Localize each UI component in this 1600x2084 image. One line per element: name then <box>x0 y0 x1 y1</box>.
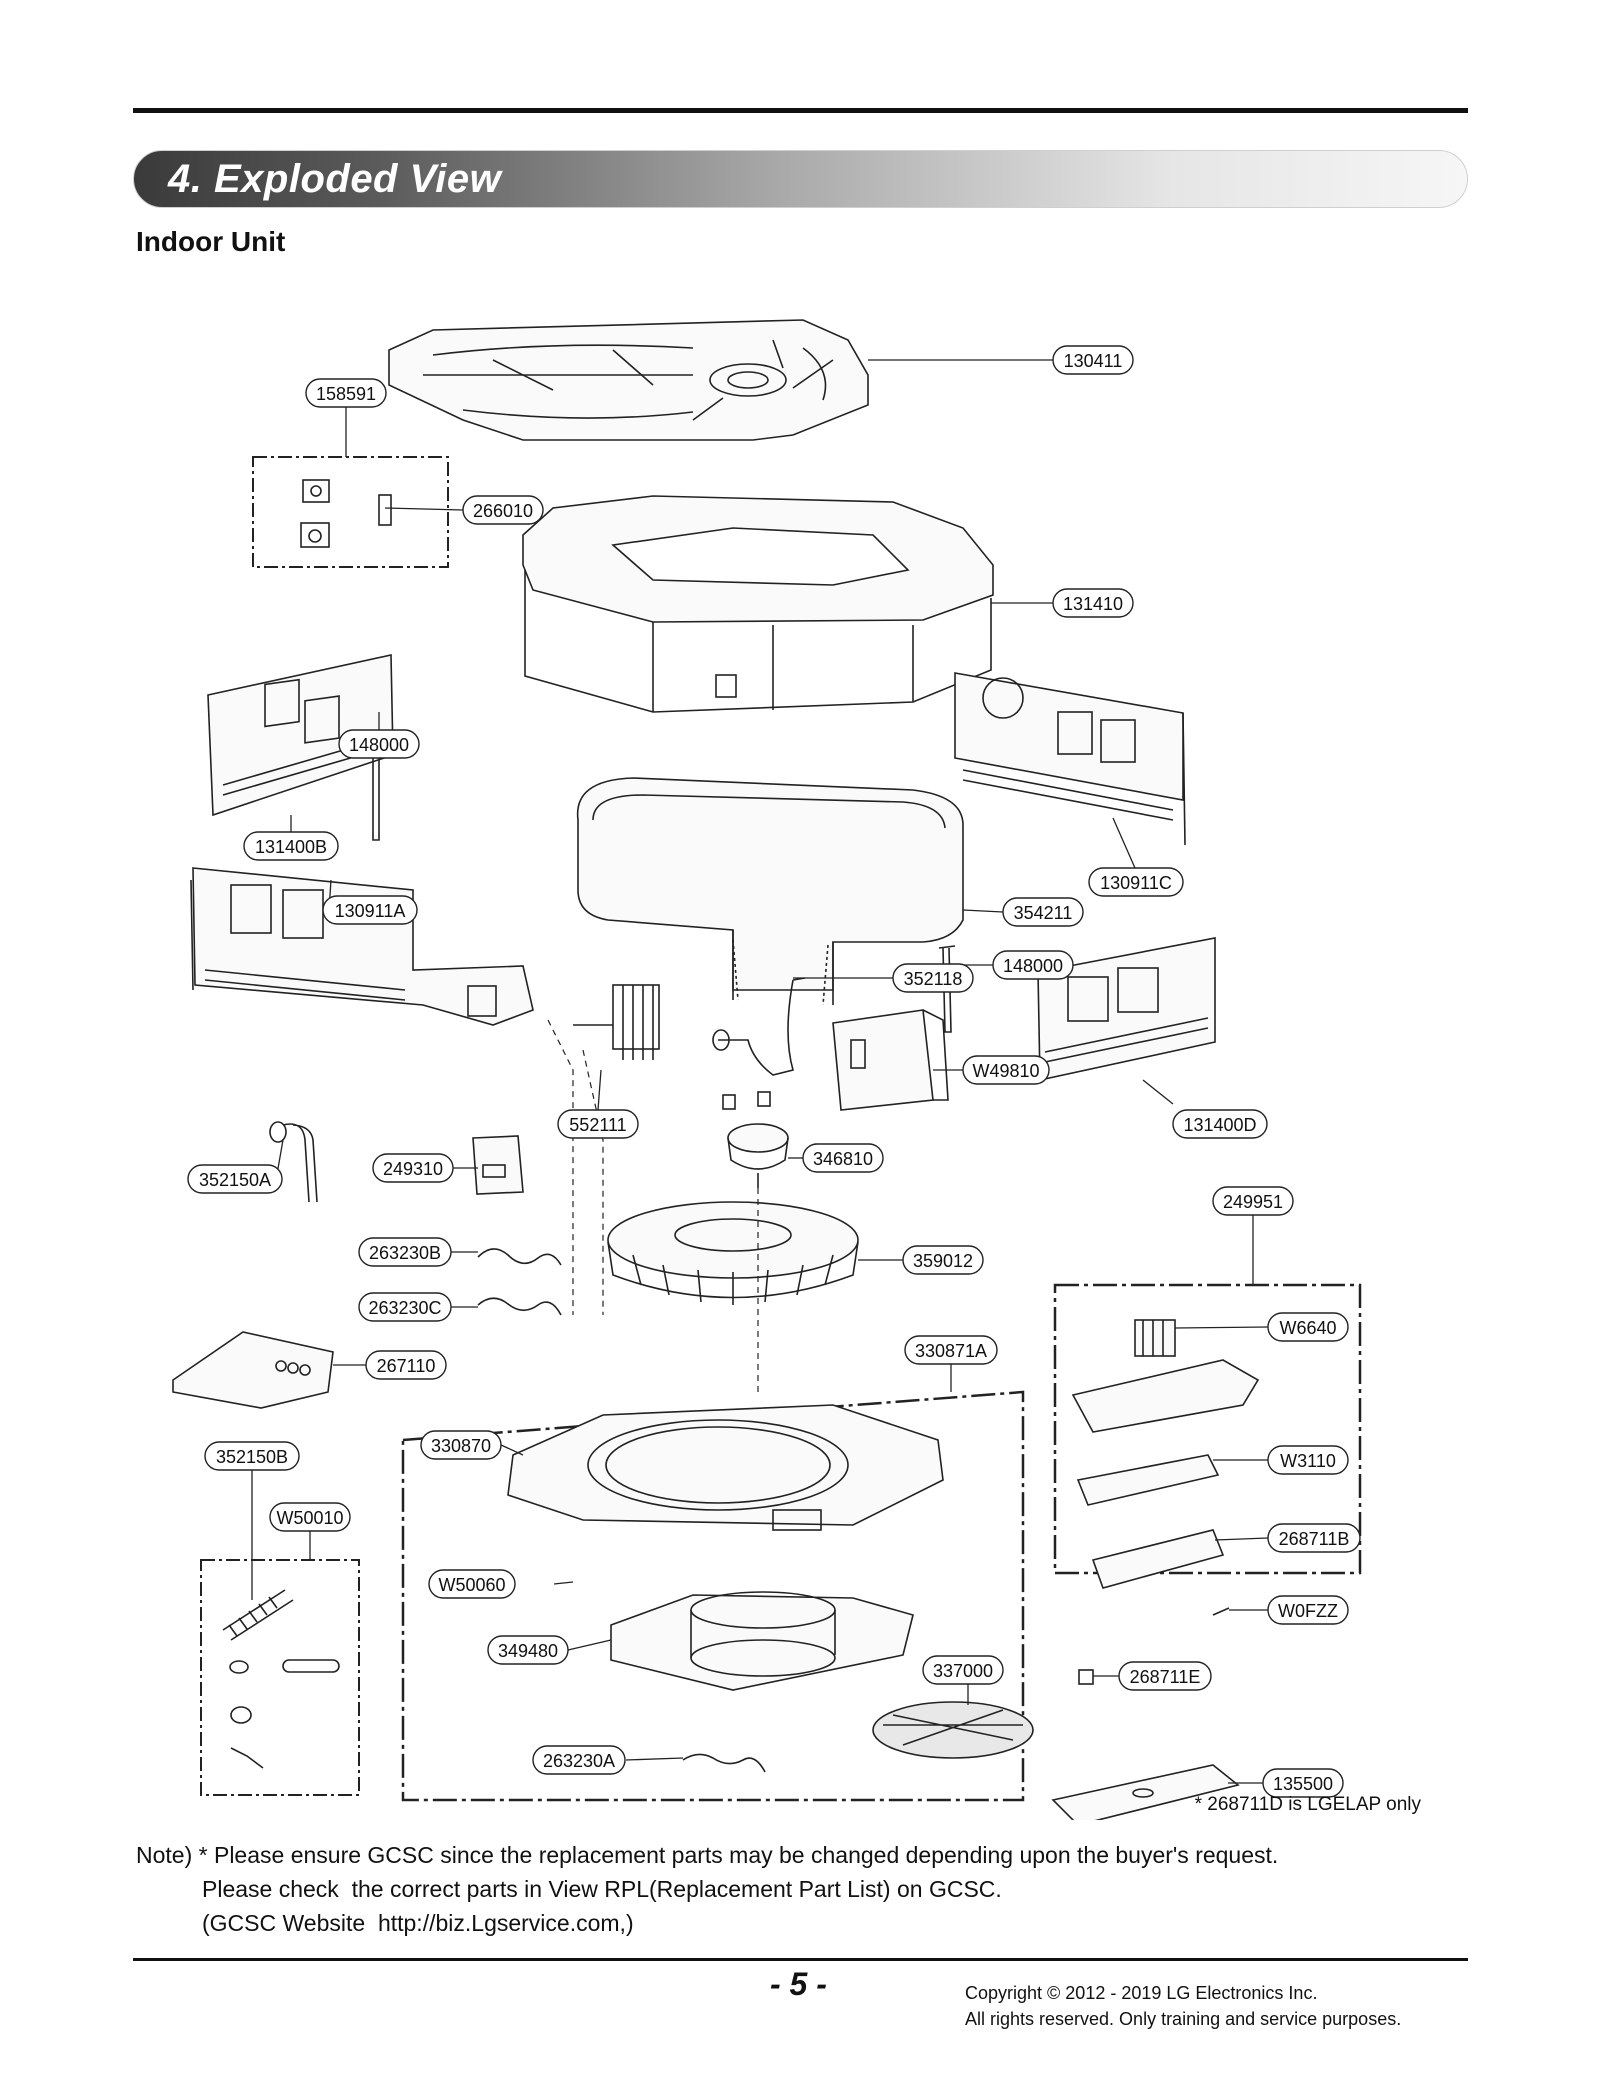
callout-352150b: 352150B <box>216 1447 288 1467</box>
bottom-rule <box>133 1958 1468 1961</box>
top-rule <box>133 108 1468 113</box>
callout-346810: 346810 <box>813 1149 873 1169</box>
callout-130911a: 130911A <box>335 901 406 921</box>
part-control-box <box>832 1009 949 1111</box>
part-filter <box>872 1701 1034 1759</box>
callout-330871a: 330871A <box>915 1341 987 1361</box>
part-cabinet <box>522 495 994 713</box>
exploded-view-diagram: 130411 158591 266010 131410 148000 13140… <box>172 319 1422 1820</box>
callout-131400d: 131400D <box>1183 1115 1256 1135</box>
note-line-3: (GCSC Website http://biz.Lgservice.com,) <box>202 1910 634 1936</box>
note-line-2: Please check the correct parts in View R… <box>202 1876 1002 1902</box>
callout-268711b: 268711B <box>1279 1529 1350 1549</box>
callout-330870: 330870 <box>431 1436 491 1456</box>
callout-148000-lower: 148000 <box>1003 956 1063 976</box>
part-refrigerant-pipes <box>573 977 806 1076</box>
callout-337000: 337000 <box>933 1661 993 1681</box>
callout-249951: 249951 <box>1223 1192 1283 1212</box>
callout-w50060: W50060 <box>438 1575 505 1595</box>
callout-w49810: W49810 <box>972 1061 1039 1081</box>
callout-349480: 349480 <box>498 1641 558 1661</box>
part-pipe-352150a <box>269 1121 318 1203</box>
callout-labels: 130411 158591 266010 131410 148000 13140… <box>199 351 1349 1794</box>
part-wire-harness-b-c <box>477 1248 562 1316</box>
callout-131410: 131410 <box>1063 594 1123 614</box>
callout-266010: 266010 <box>473 501 533 521</box>
callout-135500: 135500 <box>1273 1774 1333 1794</box>
callout-w3110: W3110 <box>1280 1451 1336 1471</box>
callout-131400b: 131400B <box>255 837 327 857</box>
copyright: Copyright © 2012 - 2019 LG Electronics I… <box>965 1980 1401 2032</box>
callout-130911c: 130911C <box>1100 873 1172 893</box>
part-wired-remote <box>172 1331 334 1409</box>
part-fan-motor <box>722 1091 789 1188</box>
footnote-lgelap: * 268711D is LGELAP only <box>1195 1794 1422 1815</box>
callouts <box>187 345 1361 1798</box>
callout-268711e: 268711E <box>1130 1667 1201 1687</box>
callout-148000-upper: 148000 <box>349 735 409 755</box>
part-side-panel-right-front <box>1037 937 1216 1081</box>
callout-354211: 354211 <box>1014 903 1073 923</box>
part-wire-263230a <box>682 1753 766 1773</box>
callout-w0fzz: W0FZZ <box>1278 1601 1338 1621</box>
part-turbo-fan <box>607 1201 859 1305</box>
note-line-1: Note) * Please ensure GCSC since the rep… <box>136 1842 1279 1868</box>
part-side-panel-left-front <box>190 867 534 1026</box>
replacement-note: Note) * Please ensure GCSC since the rep… <box>136 1838 1278 1940</box>
part-bracket-249310 <box>472 1135 524 1195</box>
part-orifice-349480 <box>610 1591 914 1691</box>
callout-w6640: W6640 <box>1279 1318 1336 1338</box>
part-screw-box <box>252 456 449 568</box>
part-electrical-box <box>1053 1283 1362 1685</box>
callout-263230a: 263230A <box>543 1751 615 1771</box>
callout-352118: 352118 <box>904 969 963 989</box>
callout-263230c: 263230C <box>368 1298 441 1318</box>
callout-249310: 249310 <box>383 1159 443 1179</box>
callout-158591: 158591 <box>316 384 376 404</box>
assembly-guide-lines <box>547 1019 759 1395</box>
page-number: - 5 - <box>770 1966 827 2002</box>
callout-263230b: 263230B <box>369 1243 441 1263</box>
callout-130411: 130411 <box>1064 351 1123 371</box>
callout-552111: 552111 <box>569 1115 626 1135</box>
part-front-panel-box <box>401 1390 1025 1802</box>
part-drain-pan <box>576 777 964 1006</box>
callout-w50010: W50010 <box>276 1508 343 1528</box>
section-banner: 4. Exploded View <box>133 150 1468 208</box>
part-side-panel-right-back <box>954 672 1186 846</box>
section-title: 4. Exploded View <box>168 157 502 201</box>
copyright-line-1: Copyright © 2012 - 2019 LG Electronics I… <box>965 1983 1318 2003</box>
callout-359012: 359012 <box>913 1251 973 1271</box>
callout-352150a: 352150A <box>199 1170 271 1190</box>
part-bracket-135500 <box>1051 1764 1240 1820</box>
part-top-cover <box>388 319 869 441</box>
callout-267110: 267110 <box>377 1356 436 1376</box>
copyright-line-2: All rights reserved. Only training and s… <box>965 2009 1402 2029</box>
section-subtitle: Indoor Unit <box>136 226 286 257</box>
part-drain-hose-box <box>200 1559 360 1796</box>
